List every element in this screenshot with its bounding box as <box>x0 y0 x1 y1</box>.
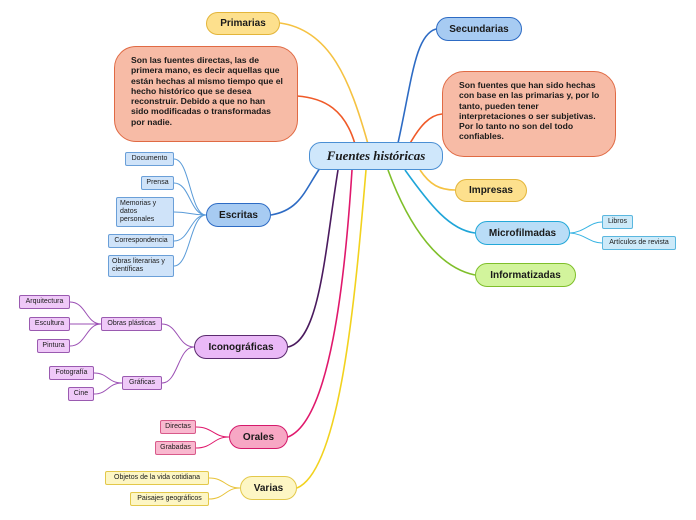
note-primarias[interactable]: Son las fuentes directas, las de primera… <box>114 46 298 142</box>
leaf-libros[interactable]: Libros <box>602 215 633 229</box>
connector-informatizadas <box>387 169 476 276</box>
connector-secundarias <box>397 28 437 144</box>
leaf-pintura[interactable]: Pintura <box>37 339 70 353</box>
topic-secundarias[interactable]: Secundarias <box>436 17 522 41</box>
connector-varias <box>296 169 367 489</box>
topic-iconograficas[interactable]: Iconográficas <box>194 335 288 359</box>
connector-escritas <box>270 167 321 216</box>
subtopic-obras-plasticas[interactable]: Obras plásticas <box>101 317 162 331</box>
leaf-directas[interactable]: Directas <box>160 420 196 434</box>
leaf-arquitectura[interactable]: Arquitectura <box>19 295 70 309</box>
connector-secundarias-note <box>407 113 443 148</box>
leaf-articulos-de-revista[interactable]: Artículos de revista <box>602 236 676 250</box>
leaf-memorias[interactable]: Memorias y datos personales <box>116 197 174 227</box>
connector-iconograficas <box>287 169 339 348</box>
connector-orales <box>287 169 353 438</box>
topic-varias[interactable]: Varias <box>240 476 297 500</box>
central-topic[interactable]: Fuentes históricas <box>309 142 443 170</box>
leaf-obras-literarias[interactable]: Obras literarias y científicas <box>108 255 174 277</box>
leaf-fotografia[interactable]: Fotografía <box>49 366 94 380</box>
topic-microfilmadas[interactable]: Microfilmadas <box>475 221 570 245</box>
connector-microfilmadas <box>404 169 476 234</box>
leaf-escultura[interactable]: Escultura <box>29 317 70 331</box>
leaf-grabadas[interactable]: Grabadas <box>155 441 196 455</box>
topic-escritas[interactable]: Escritas <box>206 203 271 227</box>
connector-primarias <box>279 22 369 145</box>
topic-impresas[interactable]: Impresas <box>455 179 527 202</box>
topic-orales[interactable]: Orales <box>229 425 288 449</box>
leaf-cine[interactable]: Cine <box>68 387 94 401</box>
note-secundarias[interactable]: Son fuentes que han sido hechas con base… <box>442 71 616 157</box>
leaf-correspondencia[interactable]: Correspondencia <box>108 234 174 248</box>
topic-primarias[interactable]: Primarias <box>206 12 280 35</box>
subtopic-graficas[interactable]: Gráficas <box>122 376 162 390</box>
connector-impresas <box>419 169 456 191</box>
leaf-objetos-vida-cotidiana[interactable]: Objetos de la vida cotidiana <box>105 471 209 485</box>
topic-informatizadas[interactable]: Informatizadas <box>475 263 576 287</box>
leaf-paisajes-geograficos[interactable]: Paisajes geográficos <box>130 492 209 506</box>
leaf-prensa[interactable]: Prensa <box>141 176 174 190</box>
connector-primarias-note <box>296 95 356 145</box>
leaf-documento[interactable]: Documento <box>125 152 174 166</box>
